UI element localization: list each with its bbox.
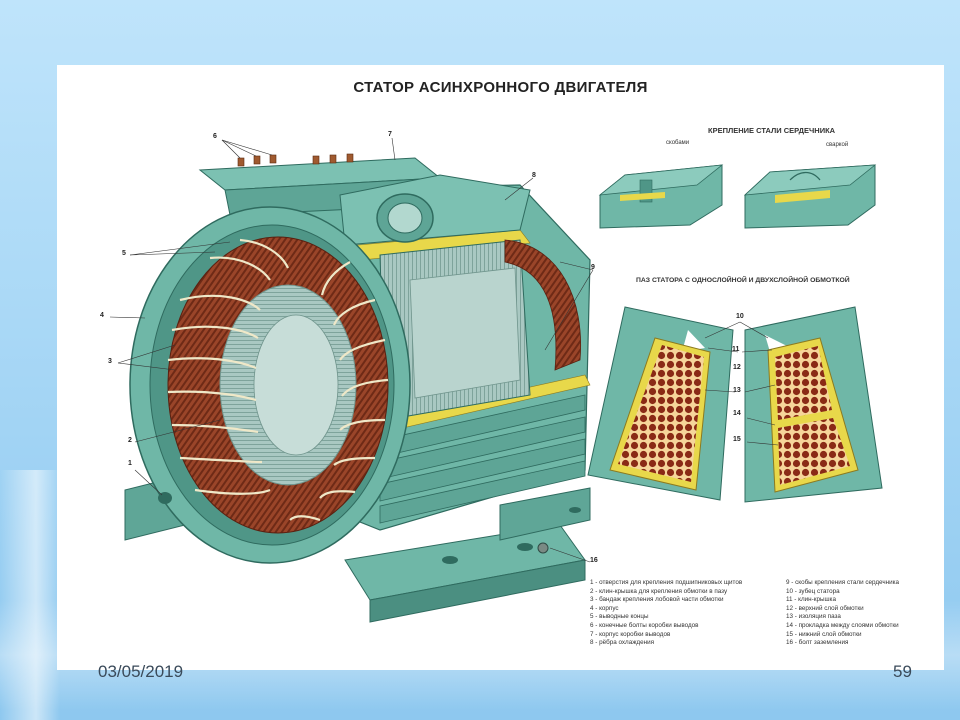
legend-item: 11 - клин-крышка	[786, 596, 836, 604]
stator-core-cutaway	[379, 239, 582, 421]
legend-item: 14 - прокладка между слоями обмотки	[786, 621, 899, 629]
core-fixing-left-label: скобами	[666, 140, 690, 146]
legend-item: 15 - нижний слой обмотки	[786, 630, 862, 638]
slot-single-layer-illustration	[587, 306, 734, 501]
legend-item: 6 - конечные болты коробки выводов	[590, 621, 699, 629]
core-fixing-right-label: сваркой	[826, 142, 849, 148]
callout-3: 3	[108, 358, 112, 365]
callout-leaders	[109, 137, 594, 563]
core-fixing-brackets-illustration	[598, 164, 724, 229]
legend-item: 7 - корпус коробки выводов	[590, 630, 671, 638]
background-stripe	[0, 470, 60, 720]
end-shield-ring	[129, 206, 411, 564]
poster-title: СТАТОР АСИНХРОННОГО ДВИГАТЕЛЯ	[353, 79, 648, 96]
callout-13: 13	[733, 387, 741, 394]
legend-item: 10 - зубец статора	[786, 587, 840, 595]
callout-16: 16	[590, 557, 598, 564]
ground-bolt-icon	[537, 542, 549, 554]
callout-15: 15	[733, 436, 741, 443]
callout-4: 4	[100, 312, 104, 319]
callout-7: 7	[388, 131, 392, 138]
legend-item: 8 - рёбра охлаждения	[590, 639, 655, 647]
legend-item: 13 - изоляция паза	[786, 613, 841, 621]
legend-item: 5 - выводные концы	[590, 613, 649, 621]
callout-2: 2	[128, 437, 132, 444]
callout-14: 14	[733, 410, 741, 417]
callout-10: 10	[736, 313, 744, 320]
legend-item: 12 - верхний слой обмотки	[786, 604, 864, 612]
slide-page-number: 59	[893, 662, 912, 681]
legend-right: 9 - скобы крепления стали сердечника 10 …	[786, 579, 899, 648]
legend-item: 2 - клин-крышка для крепления обмотки в …	[590, 587, 728, 595]
callout-11: 11	[732, 346, 740, 353]
callout-9: 9	[591, 264, 595, 271]
legend-left: 1 - отверстия для крепления подшипниковы…	[590, 579, 742, 648]
callout-6: 6	[213, 133, 217, 140]
callout-8: 8	[532, 172, 536, 179]
slot-callout-leaders	[704, 321, 779, 446]
legend-item: 4 - корпус	[590, 604, 619, 612]
slot-double-layer-illustration	[744, 306, 883, 503]
legend-item: 16 - болт заземления	[786, 639, 849, 647]
slide-date: 03/05/2019	[98, 662, 184, 681]
core-fixing-welding-illustration	[743, 164, 877, 229]
callout-5: 5	[122, 250, 126, 257]
core-fixing-title: КРЕПЛЕНИЕ СТАЛИ СЕРДЕЧНИКА	[708, 126, 836, 135]
legend-item: 9 - скобы крепления стали сердечника	[786, 579, 900, 586]
legend-item: 1 - отверстия для крепления подшипниковы…	[590, 579, 743, 586]
slot-section-title: ПАЗ СТАТОРА С ОДНОСЛОЙНОЙ И ДВУХСЛОЙНОЙ …	[636, 277, 850, 284]
callout-12: 12	[733, 364, 741, 371]
callout-1: 1	[128, 460, 132, 467]
legend-item: 3 - бандаж крепления лобовой части обмот…	[590, 596, 724, 604]
